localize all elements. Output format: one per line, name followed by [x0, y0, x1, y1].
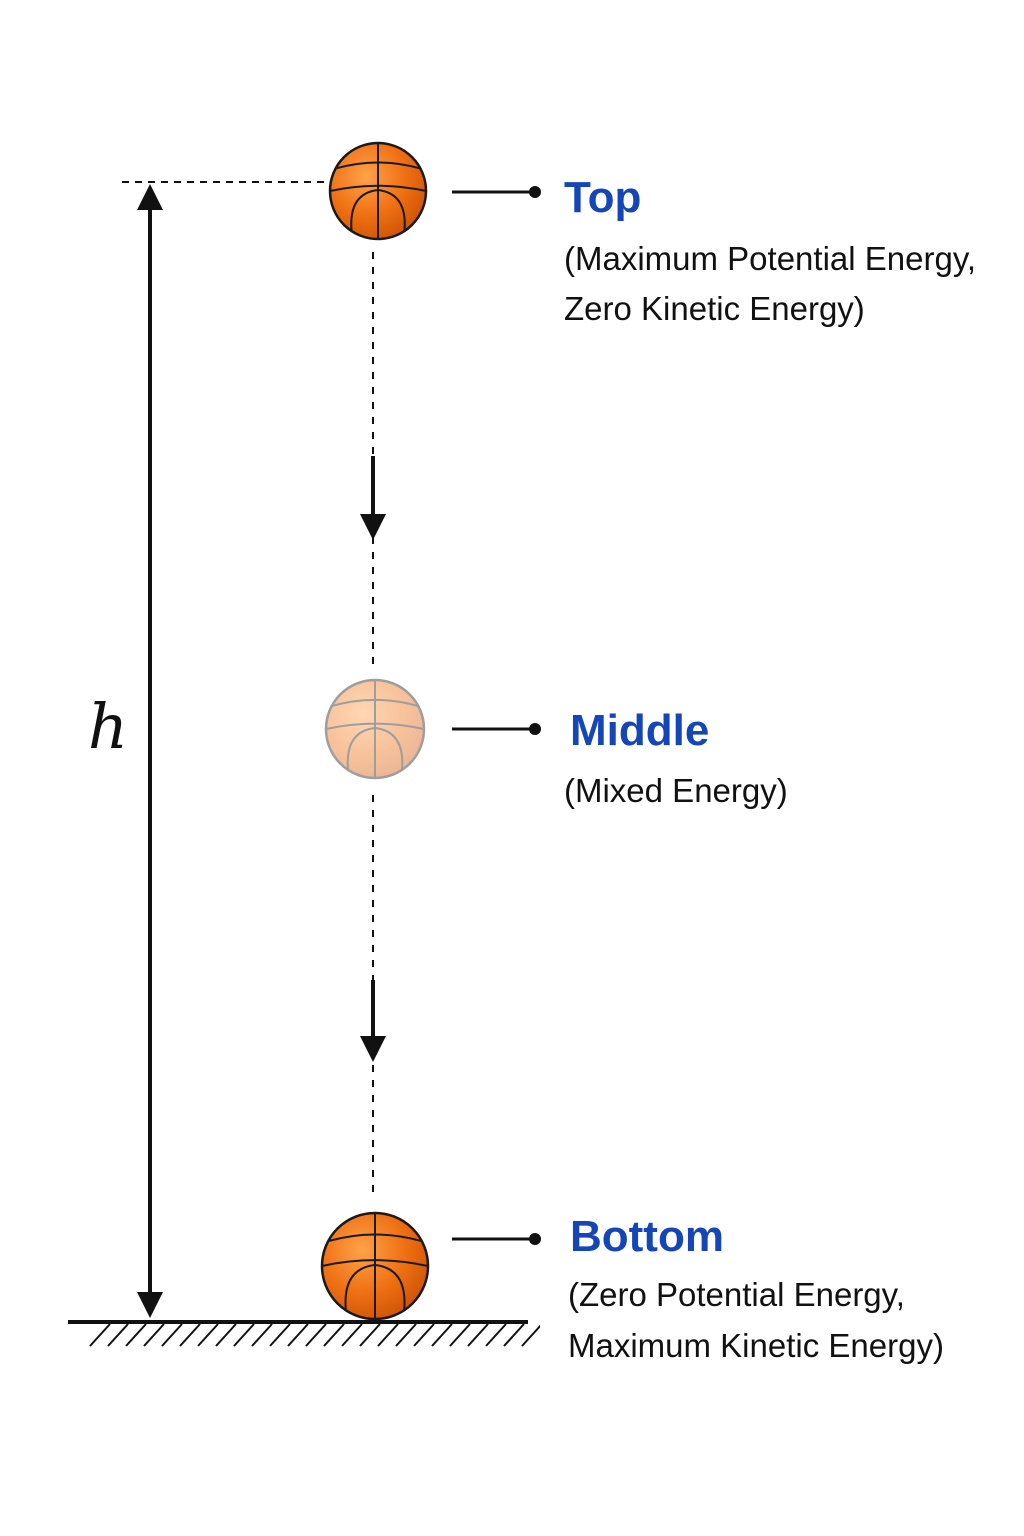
- height-arrow: [137, 184, 163, 1318]
- height-label: h: [88, 690, 128, 763]
- label-top-title: Top: [564, 173, 641, 222]
- leader-middle: [452, 723, 541, 735]
- basketball-top: [328, 141, 428, 241]
- label-middle-desc-line1: (Mixed Energy): [564, 772, 788, 809]
- label-middle-title: Middle: [570, 706, 709, 755]
- basketball-bottom: [320, 1211, 430, 1321]
- label-bottom-title: Bottom: [570, 1212, 724, 1261]
- label-top-desc-line1: (Maximum Potential Energy,: [564, 240, 976, 277]
- label-bottom-desc-line2: Maximum Kinetic Energy): [568, 1327, 944, 1364]
- label-bottom-desc-line1: (Zero Potential Energy,: [568, 1276, 905, 1313]
- basketball-middle: [324, 678, 426, 780]
- label-top-desc-line2: Zero Kinetic Energy): [564, 290, 865, 327]
- down-arrow-lower: [360, 980, 386, 1062]
- leader-bottom: [452, 1233, 541, 1245]
- leader-top: [452, 186, 541, 198]
- down-arrow-upper: [360, 456, 386, 540]
- ground: [68, 1320, 540, 1347]
